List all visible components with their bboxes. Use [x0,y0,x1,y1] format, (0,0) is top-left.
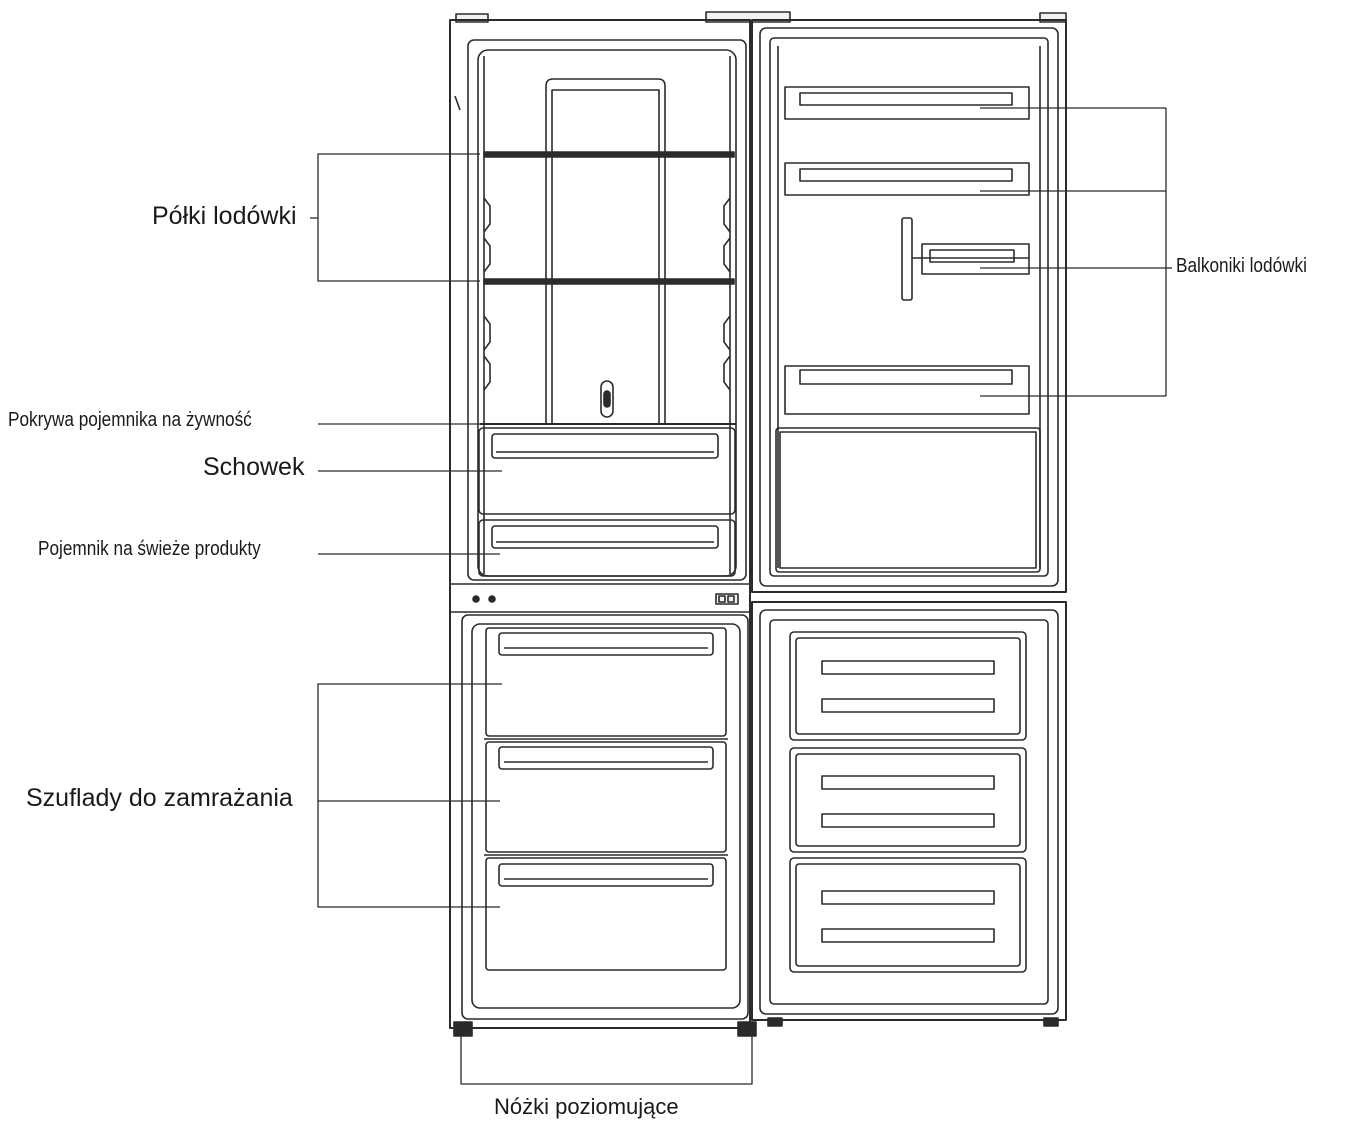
label-food-container-cover: Pokrywa pojemnika na żywność [8,409,252,431]
label-freezer-drawers: Szuflady do zamrażania [26,784,293,812]
fridge-door [751,19,1067,593]
label-shelves: Półki lodówki [152,202,297,230]
label-door-balconies: Balkoniki lodówki [1176,255,1307,277]
callout-lines [310,107,1172,1085]
freezer-door [751,601,1067,1027]
fridge-body [449,11,1067,1037]
label-storage: Schowek [203,453,305,481]
label-leveling-feet: Nóżki poziomujące [494,1094,679,1119]
label-fresh-container: Pojemnik na świeże produkty [38,538,261,560]
